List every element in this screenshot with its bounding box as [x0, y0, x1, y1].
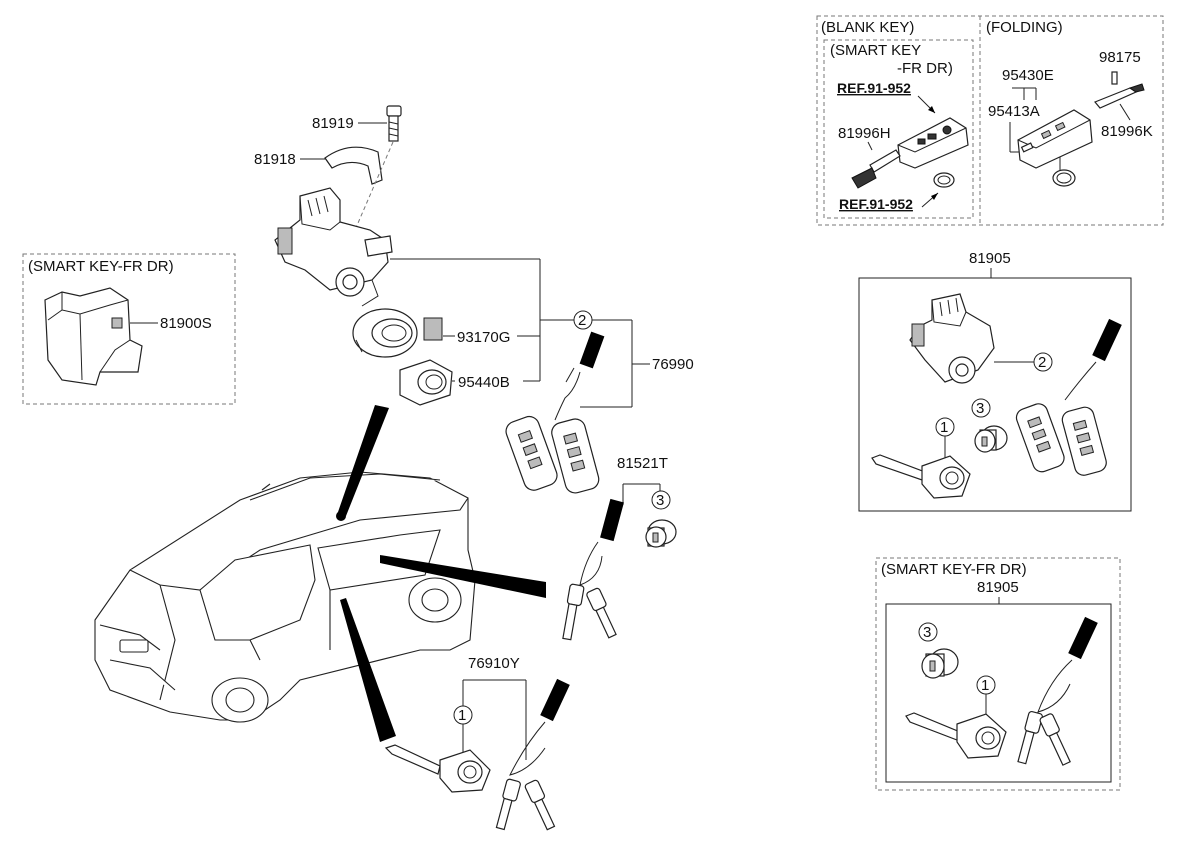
- label-81905-kit: 81905: [969, 250, 1011, 267]
- callout-3-kit-text: 3: [976, 400, 984, 417]
- callout-3-smart-text: 3: [923, 624, 931, 641]
- callout-3-smart: [918, 622, 938, 642]
- ref-91-952-bottom: REF.91-952: [839, 196, 913, 212]
- callout-2-kit-text: 2: [1038, 354, 1046, 371]
- steering-lock-body: [274, 187, 393, 307]
- ref-91-952-top: REF.91-952: [837, 80, 911, 96]
- label-98175: 98175: [1099, 49, 1141, 66]
- callout-2-kit: [1033, 352, 1053, 372]
- smart-kit-81905-group: (SMART KEY-FR DR) 81905 3 1: [875, 557, 1121, 791]
- group-76910Y: 76910Y 1: [384, 655, 570, 831]
- callout-2-top-text: 2: [578, 312, 586, 329]
- label-93170G: 93170G: [457, 329, 510, 346]
- label-81905-smart: 81905: [977, 579, 1019, 596]
- emergency-key-part: [851, 149, 901, 189]
- smart-kit-title: (SMART KEY-FR DR): [881, 561, 1027, 578]
- battery-part-blank: [933, 172, 955, 188]
- callout-3-kit: [971, 398, 991, 418]
- label-95430E: 95430E: [1002, 67, 1054, 84]
- blank-key-box: [816, 15, 1164, 226]
- kit-lock-cap: [974, 425, 1008, 453]
- bezel-95440B-part: [399, 359, 453, 406]
- folding-title: (FOLDING): [986, 19, 1063, 36]
- kit-door-cylinder: [871, 454, 971, 499]
- vehicle-illustration: [94, 471, 476, 723]
- smart-fob-blank-part: [897, 117, 969, 169]
- label-81996H: 81996H: [838, 125, 891, 142]
- smart-key-module-box: [22, 253, 236, 405]
- blank-key-title: (BLANK KEY): [821, 19, 914, 36]
- leader-wedge-ignition: [338, 405, 389, 516]
- callout-3-top-text: 3: [656, 492, 664, 509]
- immobilizer-93170G-part: [352, 308, 443, 358]
- group-81521T: 81521T 3: [562, 455, 677, 641]
- callout-1-bottom-text: 1: [458, 707, 466, 724]
- smart-kit-lock-cap: [921, 648, 959, 679]
- label-95413A: 95413A: [988, 103, 1040, 120]
- leader-wedge-handle: [340, 598, 396, 742]
- door-cylinder-part: [384, 744, 491, 793]
- label-81900S: 81900S: [160, 315, 212, 332]
- smart-key-module-group: (SMART KEY-FR DR) 81900S: [22, 253, 236, 405]
- lock-cap-part: [645, 519, 677, 548]
- smart-key-module-title: (SMART KEY-FR DR): [28, 258, 174, 275]
- folding-fob-part: [1017, 109, 1093, 169]
- blank-key-group: (BLANK KEY) (FOLDING) (SMART KEY -FR DR)…: [816, 15, 1164, 226]
- smart-kit-outer-box: [875, 557, 1121, 791]
- label-81918: 81918: [254, 151, 296, 168]
- battery-part-folding: [1052, 169, 1076, 187]
- label-81521T: 81521T: [617, 455, 668, 472]
- label-95440B: 95440B: [458, 374, 510, 391]
- label-76990: 76990: [652, 356, 694, 373]
- smart-key-sub-title-1: (SMART KEY: [830, 42, 921, 59]
- smart-key-fobs-76990: [505, 331, 605, 494]
- bolt-81919-part: [386, 105, 402, 142]
- smart-kit-door-cylinder: [905, 712, 1007, 759]
- callout-3-top: [651, 490, 671, 510]
- kit-lock-body: [909, 293, 995, 384]
- ignition-assembly: 81919 81918 9: [254, 105, 694, 408]
- label-76910Y: 76910Y: [468, 655, 520, 672]
- label-81996K: 81996K: [1101, 123, 1153, 140]
- kit-81905-box: [858, 277, 1132, 512]
- leader-wedge-door: [380, 555, 546, 598]
- callout-1-kit-text: 1: [940, 419, 948, 436]
- smart-kit-inner-box: [885, 603, 1112, 783]
- callout-1-smart-text: 1: [981, 677, 989, 694]
- smart-key-module-part: [44, 287, 143, 386]
- smart-key-sub-box: [823, 39, 974, 219]
- kit-81905-group: 81905 2 3 1: [858, 250, 1132, 512]
- folding-blade-part: [1094, 83, 1145, 109]
- smart-key-sub-title-2: -FR DR): [897, 60, 953, 77]
- label-81919: 81919: [312, 115, 354, 132]
- clamp-81918-part: [324, 146, 383, 185]
